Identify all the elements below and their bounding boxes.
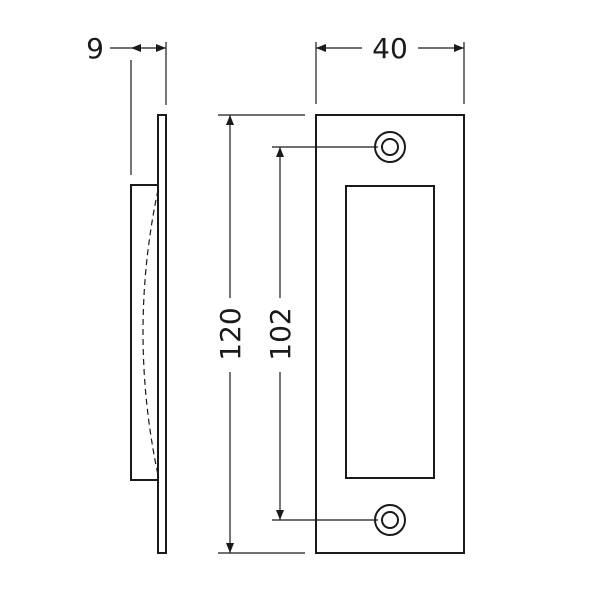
front-view [315,114,465,554]
dimension-hole-spacing: 102 [264,146,378,521]
thickness-arrow-right [156,44,166,52]
hole-spacing-dimension-label: 102 [264,307,297,360]
dimension-width: 40 [315,32,465,104]
bottom-screw-hole-inner [381,511,399,529]
height-arrow-top [226,115,234,125]
thickness-dimension-label: 9 [86,32,104,65]
front-view-finger-recess [345,185,435,479]
front-view-plate [315,114,465,554]
bottom-screw-hole-outer [374,504,406,536]
width-arrow-left [316,44,326,52]
side-view-face-plate [157,114,167,554]
dimension-thickness: 9 [86,32,167,175]
side-view [130,114,167,554]
height-dimension-label: 120 [214,307,247,360]
side-view-hidden-cup-line [142,189,159,476]
thickness-arrow-left [131,44,141,52]
side-view-recess-body [130,184,159,481]
width-arrow-right [454,44,464,52]
width-dimension-label: 40 [372,32,408,65]
hole-spacing-arrow-top [276,147,284,157]
height-arrow-bottom [226,543,234,553]
top-screw-hole-inner [381,138,399,156]
top-screw-hole-outer [374,131,406,163]
hole-spacing-arrow-bottom [276,510,284,520]
dimension-height: 120 [214,114,305,554]
